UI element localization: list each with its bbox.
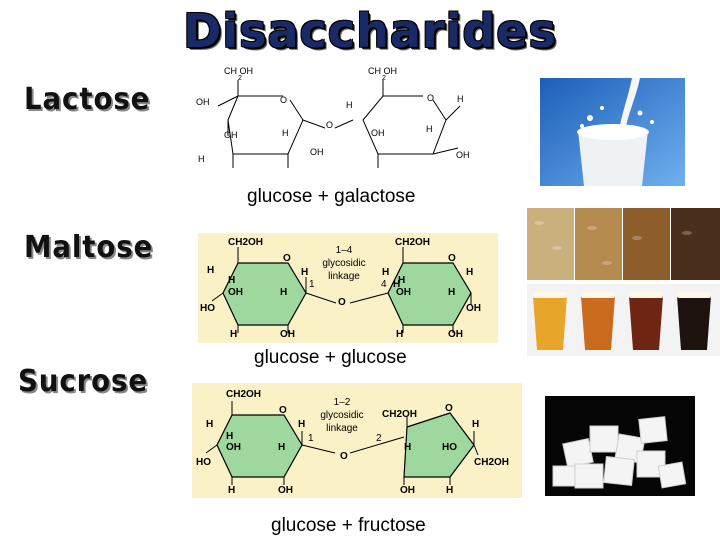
svg-text:H: H xyxy=(278,442,285,453)
maltose-glycosidic-o: O xyxy=(338,297,346,308)
maltose-ch2oh-left: CH2OH xyxy=(228,237,263,248)
svg-text:H: H xyxy=(282,128,289,138)
svg-text:OH: OH xyxy=(310,147,324,157)
maltose-ch2oh-right: CH2OH xyxy=(395,237,430,248)
svg-text:H: H xyxy=(198,154,205,164)
sucrose-caption: glucose + fructose xyxy=(271,515,426,536)
lactose-ch2oh-right: CH OH xyxy=(368,66,397,76)
malt-grains-and-beer-photo xyxy=(527,208,720,356)
maltose-linkage-line2: glycosidic xyxy=(322,258,365,269)
svg-text:H: H xyxy=(230,329,237,340)
svg-text:HO: HO xyxy=(442,442,457,453)
svg-text:H: H xyxy=(346,100,353,110)
svg-text:H: H xyxy=(472,419,479,430)
svg-text:O: O xyxy=(427,93,434,103)
svg-text:H: H xyxy=(393,279,400,290)
svg-text:HO: HO xyxy=(200,303,215,314)
svg-text:OH: OH xyxy=(396,287,411,298)
svg-text:H: H xyxy=(226,431,233,442)
svg-text:H: H xyxy=(404,442,411,453)
svg-text:O: O xyxy=(279,405,287,416)
sucrose-structure: CH2OH CH2OH O O O H H OH H HO H OH H 1 H… xyxy=(192,383,522,498)
svg-text:H: H xyxy=(206,419,213,430)
svg-text:OH: OH xyxy=(448,329,463,340)
svg-text:OH: OH xyxy=(400,485,415,496)
svg-text:4: 4 xyxy=(381,279,387,290)
sucrose-linkage-line3: linkage xyxy=(326,423,358,434)
svg-text:OH: OH xyxy=(226,442,241,453)
svg-text:CH2OH: CH2OH xyxy=(474,457,509,468)
svg-text:OH: OH xyxy=(280,329,295,340)
svg-text:H: H xyxy=(382,267,389,278)
lactose-glycosidic-o: O xyxy=(326,120,333,130)
svg-text:H: H xyxy=(448,287,455,298)
svg-text:OH: OH xyxy=(466,303,481,314)
page-title: Disaccharides xyxy=(183,4,557,58)
sucrose-label: Sucrose xyxy=(18,364,149,399)
maltose-linkage-line3: linkage xyxy=(328,271,360,282)
sugar-cubes-photo xyxy=(545,396,695,496)
svg-text:H: H xyxy=(398,275,405,286)
svg-text:OH: OH xyxy=(228,287,243,298)
maltose-linkage-line1: 1–4 xyxy=(336,245,353,256)
svg-text:OH: OH xyxy=(196,97,210,107)
svg-text:H: H xyxy=(298,419,305,430)
lactose-caption: glucose + galactose xyxy=(247,186,416,207)
svg-text:H: H xyxy=(301,267,308,278)
svg-text:O: O xyxy=(448,253,456,264)
svg-text:O: O xyxy=(445,403,453,414)
lactose-label: Lactose xyxy=(24,82,151,117)
svg-text:H: H xyxy=(426,124,433,134)
lactose-structure: CH OH 2 CH OH 2 OH O H OH H O H OH O H O… xyxy=(196,66,470,168)
sucrose-ch2oh-left: CH2OH xyxy=(226,389,261,400)
svg-text:2: 2 xyxy=(376,433,382,444)
svg-text:H: H xyxy=(228,485,235,496)
svg-text:H: H xyxy=(466,267,473,278)
svg-text:HO: HO xyxy=(196,457,211,468)
maltose-structure: CH2OH CH2OH O O O H H OH H HO H OH H 1 H… xyxy=(198,233,498,343)
svg-text:OH: OH xyxy=(278,485,293,496)
svg-text:H: H xyxy=(280,287,287,298)
lactose-ch2oh-left: CH OH xyxy=(224,66,253,76)
sucrose-ch2oh-right: CH2OH xyxy=(382,409,417,420)
svg-text:H: H xyxy=(228,275,235,286)
maltose-label: Maltose xyxy=(24,230,154,265)
svg-text:O: O xyxy=(280,95,287,105)
svg-text:2: 2 xyxy=(382,75,386,82)
svg-text:H: H xyxy=(457,94,464,104)
svg-text:H: H xyxy=(207,265,214,276)
sucrose-linkage-line2: glycosidic xyxy=(320,410,363,421)
sucrose-linkage-line1: 1–2 xyxy=(334,397,351,408)
svg-text:1: 1 xyxy=(308,433,314,444)
svg-text:OH: OH xyxy=(371,128,385,138)
svg-text:OH: OH xyxy=(224,130,238,140)
maltose-caption: glucose + glucose xyxy=(254,347,407,368)
sucrose-glycosidic-o: O xyxy=(340,451,348,462)
svg-text:1: 1 xyxy=(309,279,315,290)
svg-text:2: 2 xyxy=(238,75,242,82)
svg-text:OH: OH xyxy=(456,150,470,160)
svg-text:O: O xyxy=(283,253,291,264)
svg-text:H: H xyxy=(446,485,453,496)
milk-pour-photo xyxy=(540,78,685,186)
svg-text:H: H xyxy=(396,329,403,340)
